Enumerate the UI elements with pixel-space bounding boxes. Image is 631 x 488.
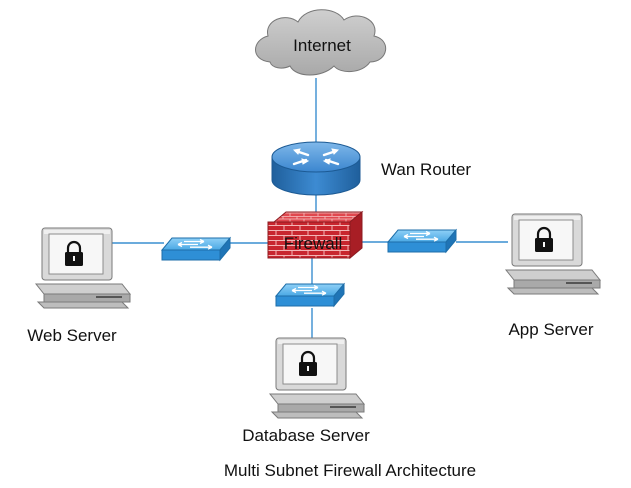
firewall-node: Firewall: [267, 210, 364, 260]
database-server-computer-icon: [268, 336, 366, 420]
app-server-label: App Server: [508, 320, 593, 339]
links: [110, 78, 508, 340]
firewall-icon: [267, 210, 364, 260]
switch-icon-right: [387, 229, 457, 253]
database-server-label: Database Server: [242, 426, 370, 445]
diagram-caption: Multi Subnet Firewall Architecture: [224, 461, 476, 480]
internet-node: Internet: [255, 9, 386, 76]
firewall-label: Firewall: [284, 234, 343, 253]
web-server-node: Web Server: [27, 226, 132, 345]
wan-router-node: Wan Router: [271, 141, 471, 196]
switch-icon-left: [161, 237, 231, 261]
database-server-node: Database Server: [242, 336, 370, 445]
web-server-computer-icon: [34, 226, 132, 310]
cloud-icon: [255, 9, 386, 76]
router-icon: [271, 141, 361, 196]
app-server-node: App Server: [504, 212, 602, 339]
switch-icon-bottom: [275, 283, 345, 307]
internet-label: Internet: [293, 36, 351, 55]
app-server-computer-icon: [504, 212, 602, 296]
wan-router-label: Wan Router: [381, 160, 471, 179]
web-server-label: Web Server: [27, 326, 117, 345]
